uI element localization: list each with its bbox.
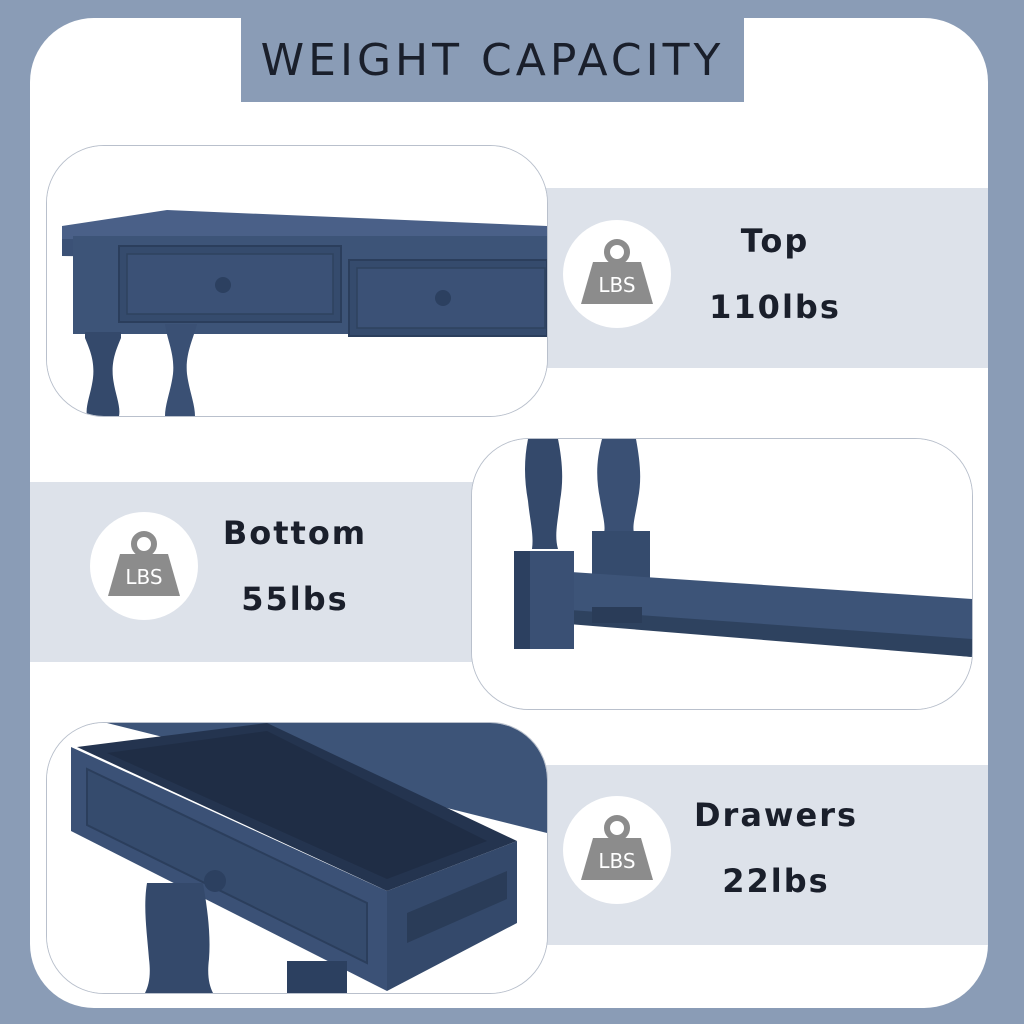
photo-drawer (46, 722, 548, 994)
weight-icon: LBS (581, 239, 653, 304)
section-weight-bottom: 55lbs (241, 580, 349, 618)
section-name-top: Top (740, 222, 810, 260)
section-weight-top: 110lbs (709, 288, 841, 326)
page-title: WEIGHT CAPACITY (260, 34, 725, 86)
section-name-bottom: Bottom (222, 514, 368, 552)
title-banner: WEIGHT CAPACITY (241, 18, 744, 102)
section-weight-drawers: 22lbs (722, 862, 830, 900)
lbs-text: LBS (598, 273, 635, 297)
weight-icon-bottom: LBS (90, 512, 198, 620)
weight-icon: LBS (108, 531, 180, 596)
lbs-text: LBS (125, 565, 162, 589)
section-name-drawers: Drawers (693, 796, 859, 834)
lbs-text: LBS (598, 849, 635, 873)
weight-icon-drawers: LBS (563, 796, 671, 904)
photo-bottom-shelf (471, 438, 973, 710)
weight-icon: LBS (581, 815, 653, 880)
photo-tabletop (46, 145, 548, 417)
weight-icon-top: LBS (563, 220, 671, 328)
